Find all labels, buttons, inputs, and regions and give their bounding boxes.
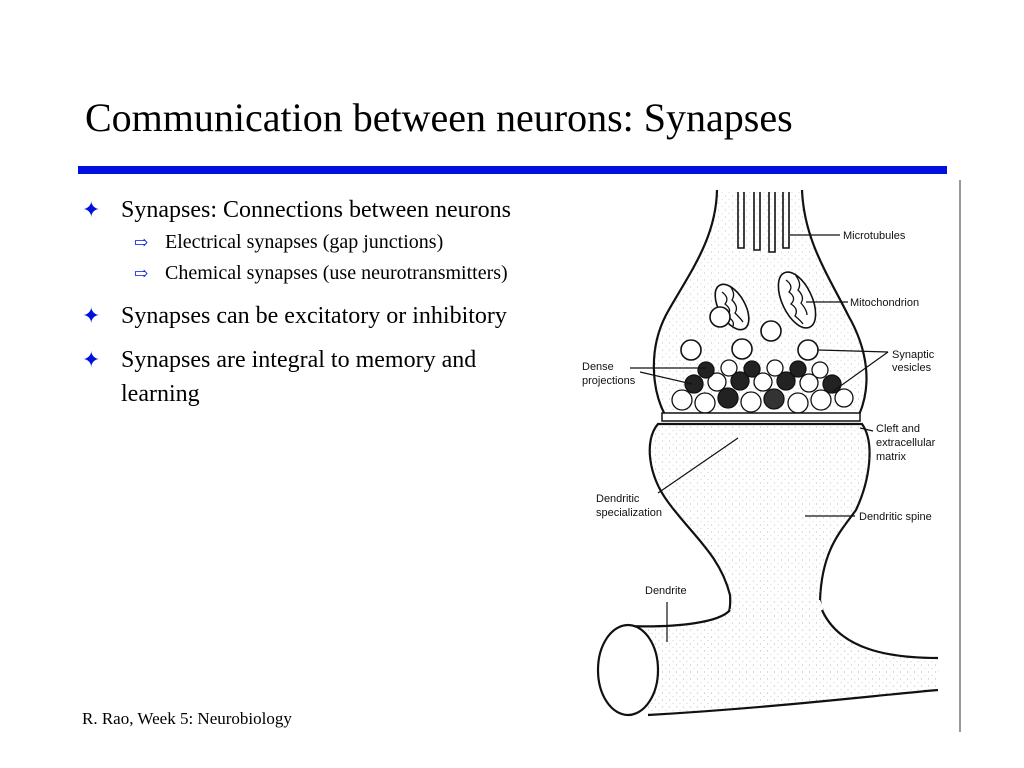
synaptic-vesicles: [680, 306, 819, 361]
mitochondria: [714, 271, 817, 331]
label-dendrite: Dendrite: [645, 585, 687, 597]
sub-bullet-text: Chemical synapses (use neurotransmitters…: [165, 262, 508, 284]
bullet-text: Synapses can be excitatory or inhibitory: [121, 303, 507, 329]
sub-bullet-text: Electrical synapses (gap junctions): [165, 231, 444, 253]
label-synaptic-vesicles-1: Synaptic: [892, 349, 935, 361]
label-cleft-2: extracellular: [876, 437, 936, 449]
slide-footer: R. Rao, Week 5: Neurobiology: [82, 709, 292, 728]
spine-stipple: [649, 424, 938, 672]
four-pointed-star-icon: ✦: [82, 197, 101, 222]
four-pointed-star-icon: ✦: [82, 303, 101, 328]
bullet-list: ✦ Synapses: Connections between neurons …: [82, 193, 532, 421]
label-synaptic-vesicles-2: vesicles: [892, 362, 932, 374]
microtubules: [737, 192, 790, 253]
label-dendritic-specialization-2: specialization: [596, 507, 662, 519]
bullet-item: ✦ Synapses are integral to memory and le…: [82, 343, 532, 411]
hollow-arrow-icon: ⇨: [134, 233, 149, 252]
bullet-item: ✦ Synapses can be excitatory or inhibito…: [82, 299, 532, 333]
sub-bullet-list: ⇨ Electrical synapses (gap junctions) ⇨ …: [121, 227, 532, 289]
callout-lines: [630, 234, 889, 642]
docked-vesicles: [671, 359, 854, 414]
bullet-text: Synapses are integral to memory and lear…: [121, 347, 477, 407]
label-microtubules: Microtubules: [843, 230, 906, 242]
label-mitochondrion: Mitochondrion: [850, 297, 919, 309]
label-dendritic-spine: Dendritic spine: [859, 511, 932, 523]
sub-bullet-item: ⇨ Chemical synapses (use neurotransmitte…: [121, 258, 532, 289]
bullet-text: Synapses: Connections between neurons: [121, 197, 511, 223]
label-dendritic-specialization-1: Dendritic: [596, 493, 640, 505]
bullet-item: ✦ Synapses: Connections between neurons …: [82, 193, 532, 289]
synapse-diagram: Microtubules Mitochondrion Synaptic vesi…: [582, 180, 961, 732]
sub-bullet-item: ⇨ Electrical synapses (gap junctions): [121, 227, 532, 258]
label-dense-projections-1: Dense: [582, 361, 614, 373]
dendrite-shaft: [596, 600, 939, 717]
label-cleft-3: matrix: [876, 451, 906, 463]
title-rule: [78, 166, 947, 174]
slide-title: Communication between neurons: Synapses: [85, 95, 793, 140]
label-dense-projections-2: projections: [582, 375, 636, 387]
hollow-arrow-icon: ⇨: [134, 264, 149, 283]
label-cleft-1: Cleft and: [876, 423, 920, 435]
four-pointed-star-icon: ✦: [82, 347, 101, 372]
